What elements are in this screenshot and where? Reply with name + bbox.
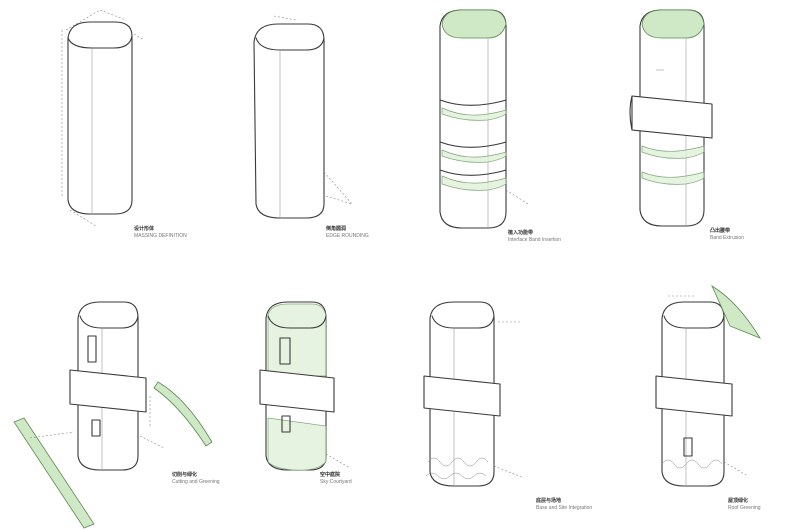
panel-6-courtyard: 空中庭院 Sky Courtyard [196, 266, 392, 532]
caption-8-en: Roof Greening [728, 505, 761, 511]
panel-5-cutting: 切削与绿化 Cutting and Greening [0, 266, 220, 532]
caption-1-cn: 设计形体 [134, 226, 155, 232]
caption-5-en: Cutting and Greening [172, 479, 220, 485]
panel-8-roof: 屋顶绿化 Roof Greening [588, 266, 784, 532]
tower-drawing-5 [13, 301, 213, 529]
caption-1: 设计形体 MASSING DEFINITION [134, 226, 187, 240]
caption-6-cn: 空中庭院 [320, 472, 341, 478]
panel-1-massing: 设计形体 MASSING DEFINITION [0, 0, 196, 266]
panel-3-bands: 植入功能带 Interface Band Insertion [392, 0, 588, 266]
caption-4-en: Band Extrusion [710, 235, 744, 241]
caption-6-en: Sky Courtyard [320, 479, 352, 485]
caption-4: 凸出腰带 Band Extrusion [710, 228, 744, 242]
caption-7-en: Base and Site Integration [536, 505, 593, 511]
tower-drawing-6 [259, 301, 351, 471]
caption-5-cn: 切削与绿化 [172, 472, 198, 478]
caption-7-cn: 底层与场地 [536, 498, 562, 504]
tower-drawing-8 [655, 284, 761, 487]
caption-7: 底层与场地 Base and Site Integration [536, 498, 592, 512]
caption-6: 空中庭院 Sky Courtyard [320, 472, 352, 486]
caption-2: 倒角圆润 EDGE ROUNDING [326, 226, 369, 240]
panel-7-base: 底层与场地 Base and Site Integration [392, 266, 592, 532]
tower-drawing-1 [61, 9, 145, 227]
caption-3-cn: 植入功能带 [508, 230, 534, 236]
caption-3-en: Interface Band Insertion [508, 237, 562, 243]
caption-8: 屋顶绿化 Roof Greening [728, 498, 761, 512]
caption-2-cn: 倒角圆润 [326, 226, 347, 232]
caption-5: 切削与绿化 Cutting and Greening [172, 472, 220, 486]
caption-1-en: MASSING DEFINITION [134, 233, 187, 239]
tower-drawing-2 [253, 15, 353, 219]
caption-8-cn: 屋顶绿化 [728, 498, 749, 504]
caption-3: 植入功能带 Interface Band Insertion [508, 230, 561, 244]
tower-drawing-4 [629, 9, 713, 227]
tower-drawing-3 [439, 9, 529, 229]
caption-2-en: EDGE ROUNDING [326, 233, 369, 239]
panel-4-extrusion: 凸出腰带 Band Extrusion [588, 0, 784, 266]
panel-2-rounding: 倒角圆润 EDGE ROUNDING [196, 0, 392, 266]
tower-drawing-7 [423, 301, 525, 487]
caption-4-cn: 凸出腰带 [710, 228, 731, 234]
